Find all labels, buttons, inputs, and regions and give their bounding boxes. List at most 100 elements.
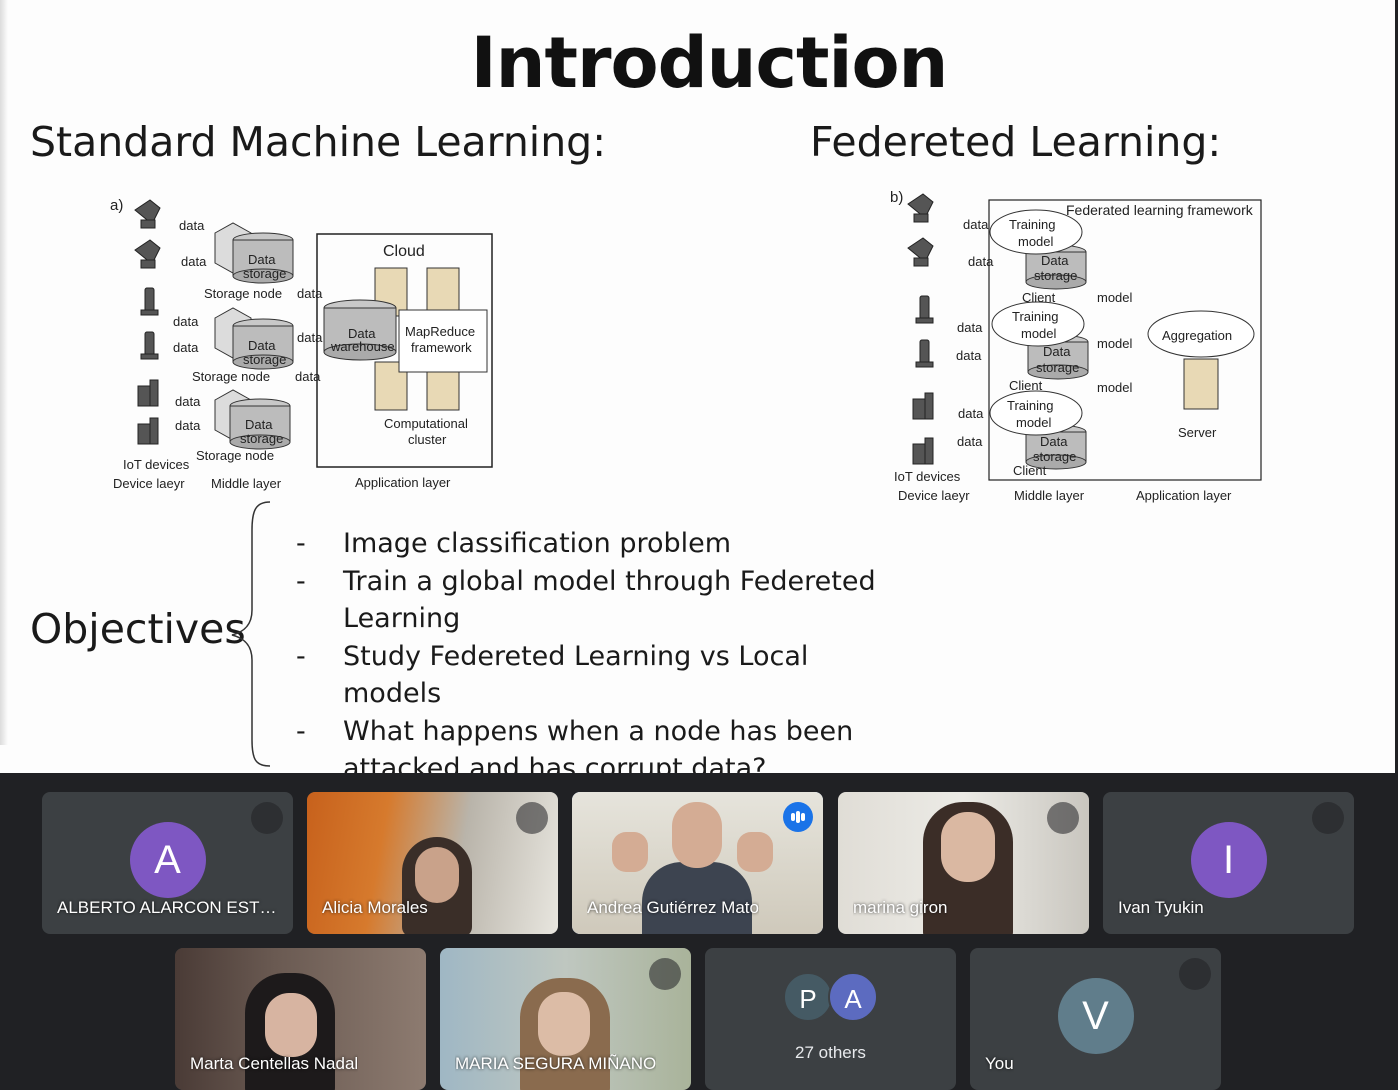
pin-icon[interactable] [1179, 958, 1211, 990]
participant-tile-active-speaker[interactable]: Andrea Gutiérrez Mato [572, 792, 823, 934]
data-label: data [958, 406, 984, 421]
avatar: A [129, 822, 206, 898]
iot-label: IoT devices [894, 469, 961, 484]
avatar: I [1190, 822, 1267, 898]
data-label: data [175, 418, 201, 433]
participant-name: ALBERTO ALARCON ESTE... [57, 898, 282, 917]
storage-label: Data [248, 338, 276, 353]
objective-item: What happens when a node has been attack… [296, 713, 896, 774]
storage-label: storage [243, 352, 286, 367]
slide-edge-shadow [0, 0, 8, 745]
presentation-slide: Introduction Standard Machine Learning: … [0, 0, 1395, 773]
panel-label-b: b) [890, 189, 903, 206]
others-tile[interactable]: P A 27 others [705, 948, 956, 1090]
participant-tile[interactable]: marina giron [838, 792, 1089, 934]
video-feed [175, 948, 426, 1090]
model-label: model [1097, 380, 1133, 395]
app-layer-label: Application layer [1136, 488, 1232, 503]
training-label: model [1016, 415, 1052, 430]
data-label: data [173, 340, 199, 355]
participant-figure [642, 862, 752, 934]
storage-label: storage [240, 431, 283, 446]
participant-name: marina giron [853, 898, 948, 917]
iot-label: IoT devices [123, 457, 190, 472]
device-layer-label: Device laeyr [898, 488, 970, 503]
warehouse-label: Data [348, 326, 376, 341]
participant-tile[interactable]: A ALBERTO ALARCON ESTE... [42, 792, 293, 934]
pin-icon[interactable] [516, 802, 548, 834]
self-tile[interactable]: V You [970, 948, 1221, 1090]
objective-item: Study Federeted Learning vs Local models [296, 638, 896, 713]
participant-name: Alicia Morales [322, 898, 428, 917]
data-label: data [968, 254, 994, 269]
curly-brace [231, 501, 271, 767]
participant-tile[interactable]: I Ivan Tyukin [1103, 792, 1354, 934]
participant-tile[interactable]: MARIA SEGURA MIÑANO [440, 948, 691, 1090]
pin-icon[interactable] [1047, 802, 1079, 834]
server-label: Server [1178, 425, 1217, 440]
mapreduce-label: MapReduce [405, 324, 475, 339]
data-label: data [179, 218, 205, 233]
storage-node-label: Storage node [192, 369, 270, 384]
participant-hand [612, 832, 648, 872]
video-feed [440, 948, 691, 1090]
panel-label-a: a) [110, 197, 123, 214]
avatar: A [828, 972, 878, 1022]
device-layer-label: Device laeyr [113, 476, 185, 491]
warehouse-label: warehouse [330, 339, 395, 354]
client-label: Client [1009, 378, 1043, 393]
pin-icon[interactable] [1312, 802, 1344, 834]
storage-label: storage [1036, 360, 1079, 375]
middle-layer-label: Middle layer [211, 476, 282, 491]
model-label: model [1097, 336, 1133, 351]
storage-label: Data [245, 417, 273, 432]
data-label: data [956, 348, 982, 363]
storage-label: storage [1034, 268, 1077, 283]
storage-label: storage [243, 266, 286, 281]
training-label: model [1021, 326, 1057, 341]
participant-name: Ivan Tyukin [1118, 898, 1204, 917]
left-heading: Standard Machine Learning: [30, 118, 607, 166]
participant-tile[interactable]: Marta Centellas Nadal [175, 948, 426, 1090]
participant-face [538, 992, 590, 1056]
data-label: data [957, 320, 983, 335]
storage-label: Data [1043, 344, 1071, 359]
app-layer-label: Application layer [355, 475, 451, 490]
objectives-list: Image classification problem Train a glo… [296, 525, 896, 773]
data-label: data [181, 254, 207, 269]
training-label: model [1018, 234, 1054, 249]
middle-layer-label: Middle layer [1014, 488, 1085, 503]
objective-item: Train a global model through Federeted L… [296, 563, 896, 638]
right-heading: Federeted Learning: [810, 118, 1222, 166]
participant-face [672, 802, 722, 868]
storage-label: storage [1033, 449, 1076, 464]
cluster-label: cluster [408, 432, 447, 447]
pin-icon[interactable] [251, 802, 283, 834]
objectives-label: Objectives [30, 605, 246, 653]
storage-node-label: Storage node [204, 286, 282, 301]
participant-tile[interactable]: Alicia Morales [307, 792, 558, 934]
cluster-label: Computational [384, 416, 468, 431]
participant-name: Marta Centellas Nadal [190, 1054, 359, 1073]
data-label: data [297, 330, 323, 345]
storage-node-label: Storage node [196, 448, 274, 463]
participant-name: You [985, 1054, 1014, 1073]
avatar: V [1057, 978, 1134, 1054]
speaking-indicator-icon [783, 802, 813, 832]
data-label: data [175, 394, 201, 409]
pin-icon[interactable] [649, 958, 681, 990]
others-avatars: P A [783, 972, 883, 1022]
data-label: data [297, 286, 323, 301]
standard-ml-diagram: a) data data data data data data Data [110, 197, 493, 491]
federated-learning-diagram: b) Federated learning framework data dat… [890, 189, 1262, 503]
mapreduce-label: framework [411, 340, 472, 355]
data-label: data [173, 314, 199, 329]
storage-label: Data [248, 252, 276, 267]
participant-face [265, 993, 317, 1057]
participant-hand [737, 832, 773, 872]
avatar: P [783, 972, 833, 1022]
data-label: data [963, 217, 989, 232]
client-label: Client [1022, 290, 1056, 305]
aggregation-label: Aggregation [1162, 328, 1232, 343]
training-label: Training [1012, 309, 1058, 324]
